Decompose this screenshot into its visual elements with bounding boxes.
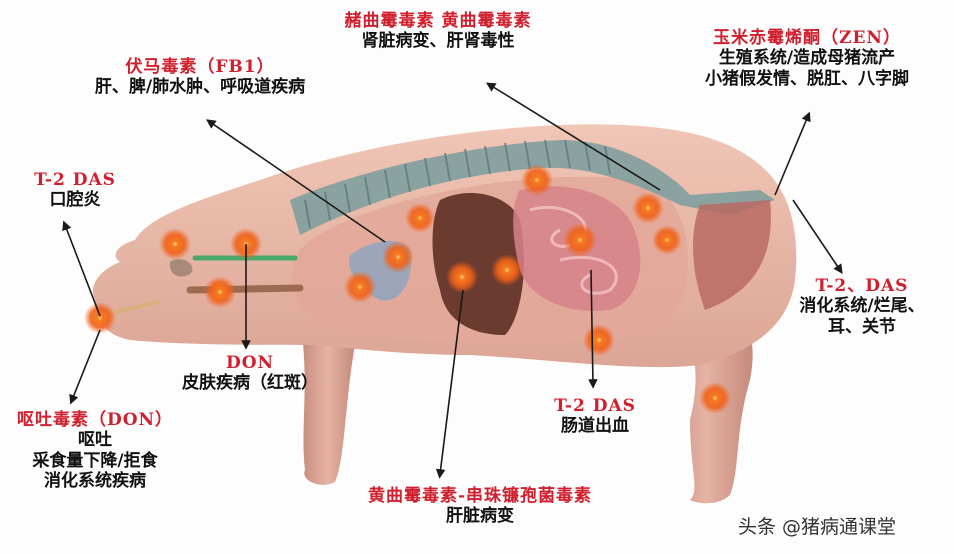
hind-muscle [693, 200, 771, 310]
ear [169, 259, 193, 277]
toxin-effect: 消化系统/烂尾、 [799, 296, 925, 317]
toxin-title: T-2、DAS [815, 276, 909, 296]
label-t2-intestine: T-2 DAS 肠道出血 [525, 396, 665, 437]
toxin-title: 黄曲霉毒素-串珠镰孢菌毒素 [367, 486, 593, 506]
toxin-title: T-2 DAS [554, 396, 636, 416]
toxin-effect: 呕吐 [78, 430, 112, 451]
toxin-effect: 皮肤疾病（红斑） [182, 373, 318, 394]
watermark: 头条 @猪病通课堂 [738, 516, 897, 538]
toxin-effect: 消化系统疾病 [44, 471, 146, 492]
toxin-title: 伏马毒素（FB1） [125, 57, 275, 77]
toxin-title: DON [225, 353, 275, 373]
label-t2-mouth: T-2 DAS 口腔炎 [20, 170, 130, 211]
toxin-effect: 耳、关节 [828, 316, 896, 337]
label-aflatoxin-liver: 黄曲霉毒素-串珠镰孢菌毒素 肝脏病变 [330, 486, 630, 527]
toxin-effect: 采食量下降/拒食 [32, 450, 158, 471]
toxin-effect: 生殖系统/造成母猪流产 [718, 48, 896, 69]
spine [290, 140, 775, 235]
toxin-title: 赭曲霉毒素 黄曲霉毒素 [344, 11, 532, 31]
toxin-effect: 小猪假发情、脱肛、八字脚 [705, 68, 909, 89]
pointer-arrows [62, 82, 843, 479]
toxin-effect: 肾脏病变、肝肾毒性 [361, 31, 515, 52]
toxin-effect: 口腔炎 [49, 190, 101, 211]
front-leg [300, 320, 355, 485]
label-don-vomit: 呕吐毒素（DON） 呕吐 采食量下降/拒食 消化系统疾病 [0, 410, 190, 492]
liver [432, 192, 525, 335]
label-fb1: 伏马毒素（FB1） 肝、脾/肺水肿、呼吸道疾病 [55, 57, 345, 98]
label-don-skin: DON 皮肤疾病（红斑） [155, 353, 345, 394]
label-zen: 玉米赤霉烯酮（ZEN） 生殖系统/造成母猪流产 小猪假发情、脱肛、八字脚 [660, 28, 954, 89]
toxin-title: 玉米赤霉烯酮（ZEN） [713, 28, 901, 48]
toxin-effect: 肝、脾/肺水肿、呼吸道疾病 [94, 77, 306, 98]
toxin-title: T-2 DAS [34, 170, 116, 190]
label-ochratoxin-aflatoxin: 赭曲霉毒素 黄曲霉毒素 肾脏病变、肝肾毒性 [318, 11, 558, 52]
label-t2-tail: T-2、DAS 消化系统/烂尾、 耳、关节 [770, 276, 954, 337]
toxin-effect: 肠道出血 [561, 416, 629, 437]
toxin-title: 呕吐毒素（DON） [16, 410, 174, 430]
tongue [113, 300, 160, 314]
toxin-effect: 肝脏病变 [446, 506, 514, 527]
